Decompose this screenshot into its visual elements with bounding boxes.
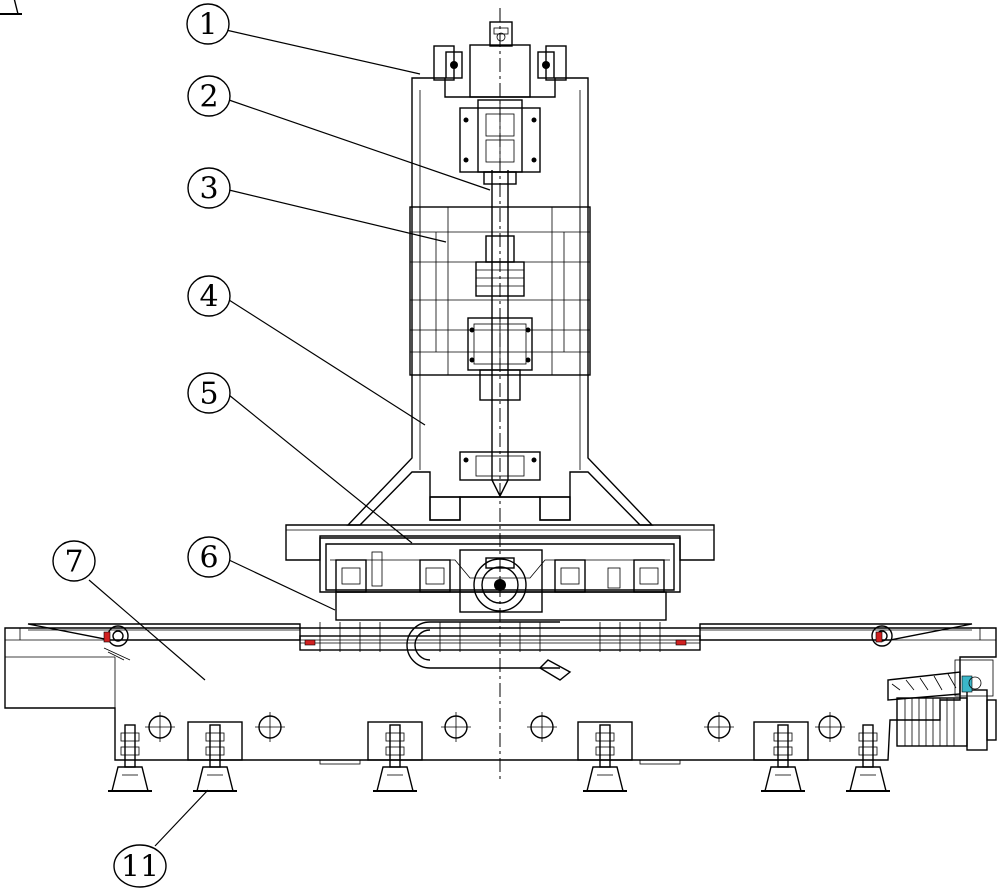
callout-6: 6: [187, 536, 231, 578]
leveling-feet: [0, 0, 891, 792]
lower-rail-assembly: [299, 621, 701, 681]
leveling-foot: [0, 0, 22, 15]
callout-2-label: 2: [199, 80, 218, 115]
callout-7: 7: [52, 540, 96, 582]
callout-3-label: 3: [199, 172, 218, 207]
leader-lines: [88, 29, 491, 847]
callout-1-label: 1: [198, 8, 217, 43]
callout-4: 4: [187, 275, 231, 317]
callout-11-label: 11: [121, 850, 159, 885]
callout-6-label: 6: [199, 541, 218, 576]
callout-7-label: 7: [64, 545, 83, 580]
callout-3: 3: [187, 167, 231, 209]
callout-5: 5: [187, 372, 231, 414]
callout-1: 1: [186, 3, 230, 45]
drive-motor: [887, 659, 997, 751]
callout-2: 2: [187, 75, 231, 117]
callout-5-label: 5: [199, 377, 218, 412]
work-table: [285, 524, 715, 561]
callout-11: 11: [113, 844, 167, 888]
column: [346, 21, 654, 526]
end-bumpers: [103, 625, 893, 661]
callout-4-label: 4: [199, 280, 218, 315]
